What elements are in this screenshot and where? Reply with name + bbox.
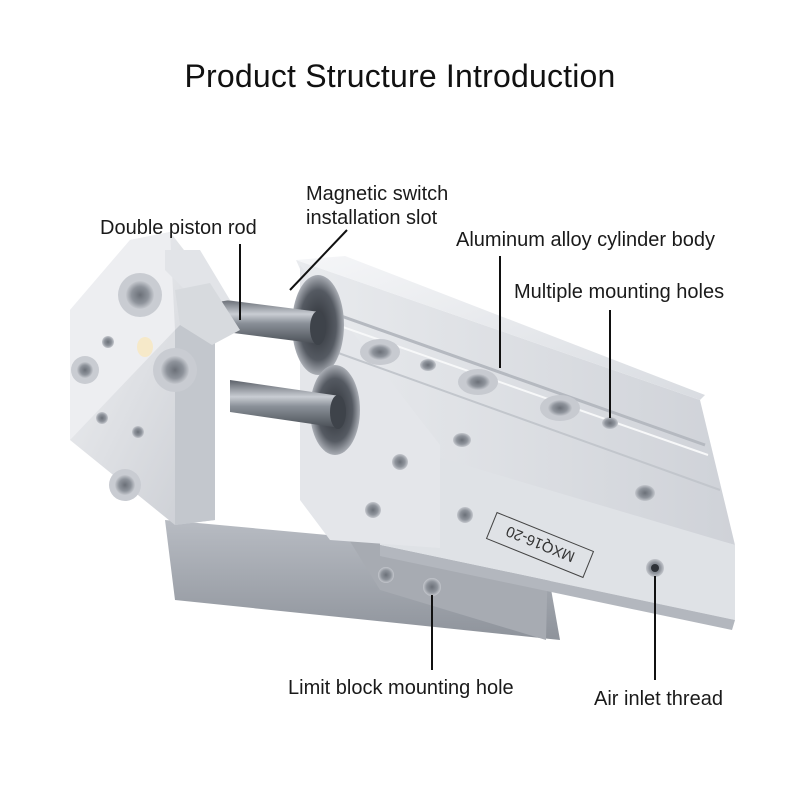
page-title: Product Structure Introduction xyxy=(184,58,616,94)
air-inlet-thread xyxy=(646,559,664,577)
leader-lines xyxy=(239,229,656,680)
label-mounting-holes: Multiple mounting holes xyxy=(514,281,725,303)
label-magnetic-switch-line1: Magnetic switch xyxy=(306,183,449,205)
label-double-piston-rod: Double piston rod xyxy=(100,217,257,239)
label-limit-block-hole: Limit block mounting hole xyxy=(288,677,514,699)
label-magnetic-switch-slot: Magnetic switch installation slot xyxy=(306,182,448,230)
limit-block-holes xyxy=(378,567,441,596)
label-cylinder-body: Aluminum alloy cylinder body xyxy=(456,229,716,251)
mounting-holes xyxy=(360,339,655,523)
label-magnetic-switch-line2: installation slot xyxy=(306,207,438,229)
label-air-inlet-thread: Air inlet thread xyxy=(594,688,723,710)
leader-magnetic-switch xyxy=(289,229,348,291)
double-piston-rod xyxy=(210,298,346,429)
end-plate xyxy=(70,232,240,525)
